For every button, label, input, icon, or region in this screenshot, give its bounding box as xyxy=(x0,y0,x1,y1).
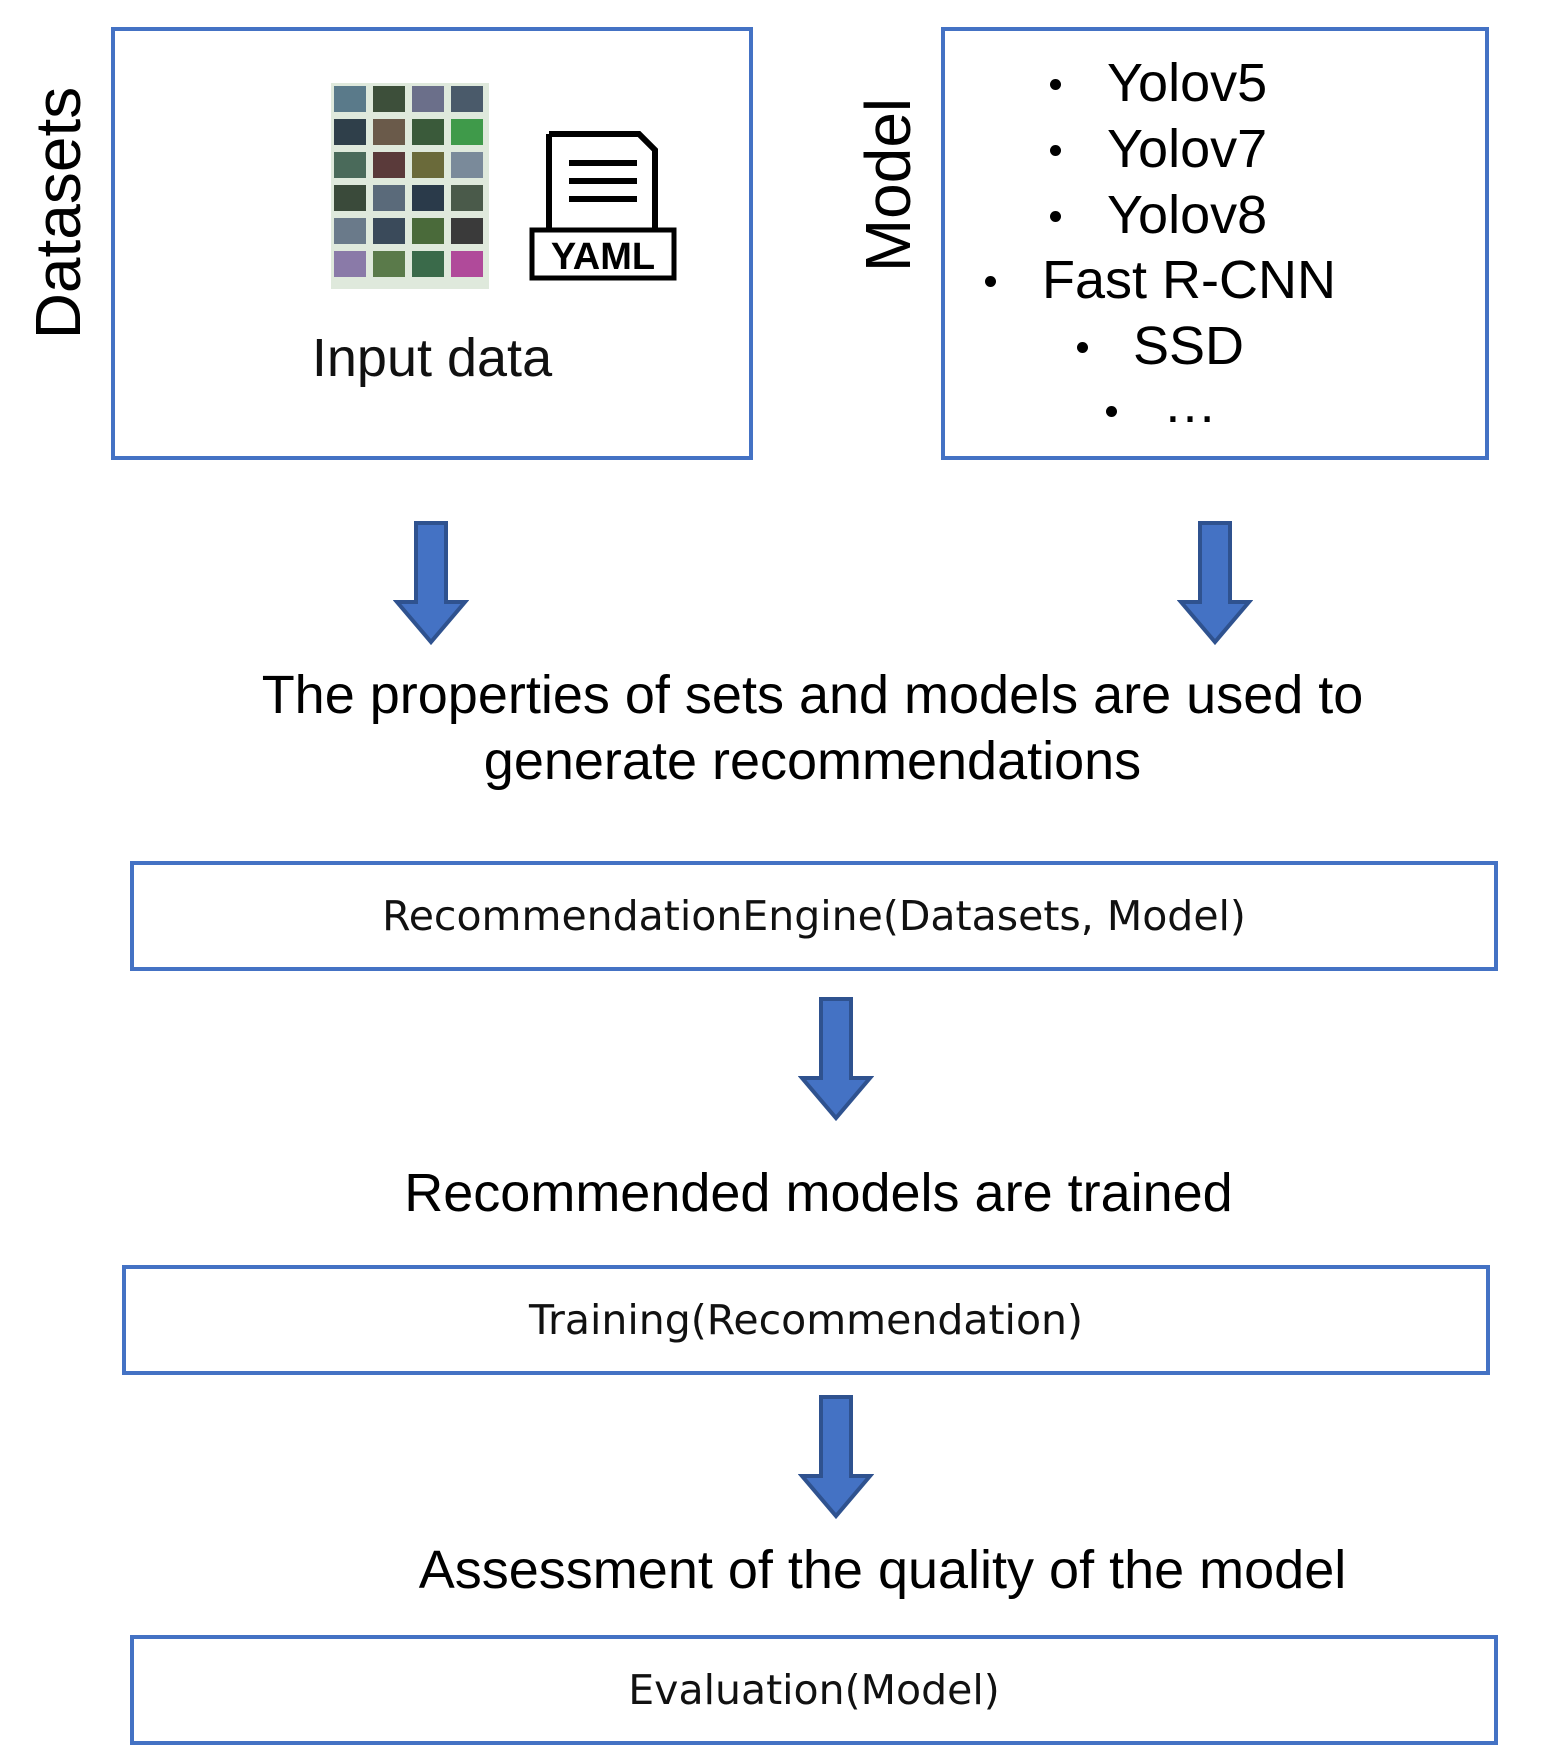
properties-statement-line2: generate recommendations xyxy=(483,731,1142,791)
down-arrow-icon xyxy=(393,521,469,646)
recommendation-engine-box: RecommendationEngine(Datasets, Model) xyxy=(130,861,1498,971)
model-item-yolov5: Yolov5 xyxy=(1107,53,1268,113)
evaluation-box: Evaluation(Model) xyxy=(130,1635,1498,1745)
assessment-statement: Assessment of the quality of the model xyxy=(418,1540,1347,1600)
bullet-icon xyxy=(1106,406,1117,417)
model-box: Yolov5 Yolov7 Yolov8 Fast R-CNN SSD … xyxy=(941,27,1489,460)
bullet-icon xyxy=(1050,211,1061,222)
model-item-more: … xyxy=(1163,374,1217,434)
model-item-yolov7: Yolov7 xyxy=(1107,119,1268,179)
yaml-file-icon: YAML xyxy=(529,131,677,281)
evaluation-call: Evaluation(Model) xyxy=(628,1666,1000,1714)
yaml-label: YAML xyxy=(551,236,655,278)
bullet-icon xyxy=(1050,79,1061,90)
properties-statement-line1: The properties of sets and models are us… xyxy=(261,665,1364,725)
model-list: Yolov5 Yolov7 Yolov8 Fast R-CNN SSD … xyxy=(945,31,1485,456)
down-arrow-icon xyxy=(798,997,874,1122)
trained-statement: Recommended models are trained xyxy=(404,1163,1233,1223)
down-arrow-icon xyxy=(1177,521,1253,646)
model-item-ssd: SSD xyxy=(1133,316,1245,376)
down-arrow-icon xyxy=(798,1395,874,1520)
model-item-yolov8: Yolov8 xyxy=(1107,185,1268,245)
bullet-icon xyxy=(1050,145,1061,156)
training-box: Training(Recommendation) xyxy=(122,1265,1490,1375)
model-side-label: Model xyxy=(852,97,924,273)
datasets-box: YAML Input data xyxy=(111,27,753,460)
recommendation-engine-call: RecommendationEngine(Datasets, Model) xyxy=(382,892,1246,940)
training-call: Training(Recommendation) xyxy=(528,1296,1084,1344)
datasets-side-label: Datasets xyxy=(22,86,94,340)
input-data-caption: Input data xyxy=(311,328,553,388)
dataset-image-grid-icon xyxy=(331,83,489,289)
model-item-fast-rcnn: Fast R-CNN xyxy=(1042,250,1336,310)
bullet-icon xyxy=(1077,342,1088,353)
bullet-icon xyxy=(985,276,996,287)
